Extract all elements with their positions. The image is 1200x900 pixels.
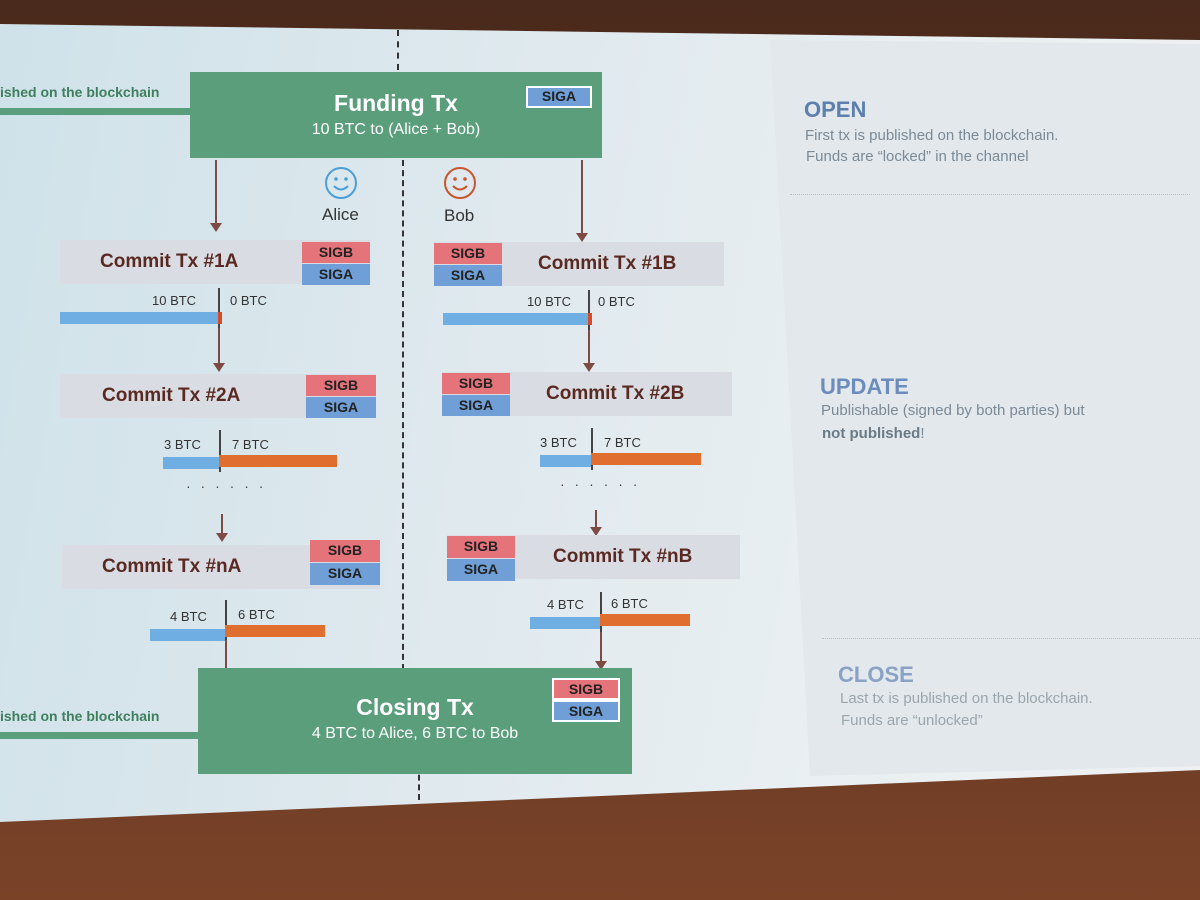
arrow-2a-to-na bbox=[216, 514, 228, 542]
blockchain-line-bottom bbox=[0, 732, 200, 739]
commit-2b-alice-bar bbox=[540, 455, 591, 467]
funding-siga: SIGA bbox=[526, 86, 592, 108]
commit-2a-bob-bar bbox=[219, 455, 337, 467]
phase-update-line1: Publishable (signed by both parties) but bbox=[821, 402, 1085, 419]
funding-tx-title: Funding Tx bbox=[334, 90, 458, 116]
commit-tx-1a-label: Commit Tx #1A bbox=[100, 251, 239, 272]
commit-tx-1b-label: Commit Tx #1B bbox=[538, 253, 677, 274]
commit-2b-bob-amount: 7 BTC bbox=[604, 435, 641, 450]
commit-2a-bob-amount: 7 BTC bbox=[232, 437, 269, 452]
arrow-nb-to-closing bbox=[595, 632, 607, 670]
commit-nb-alice-amount: 4 BTC bbox=[547, 597, 584, 612]
closing-siga: SIGA bbox=[552, 700, 620, 722]
phase-panel bbox=[770, 40, 1200, 776]
ellipsis-alice: · · · · · · bbox=[186, 478, 267, 494]
phase-close-line2: Funds are “unlocked” bbox=[841, 712, 983, 729]
arrow-1a-to-2a bbox=[213, 328, 225, 372]
phase-update-title: UPDATE bbox=[820, 374, 909, 399]
commit-2b-alice-amount: 3 BTC bbox=[540, 435, 577, 450]
commit-2a-alice-bar bbox=[163, 457, 219, 469]
commit-na-sigb: SIGB bbox=[310, 540, 380, 562]
phase-open-line1: First tx is published on the blockchain. bbox=[805, 127, 1059, 144]
commit-1b-split-tick bbox=[588, 290, 590, 330]
party-divider bbox=[402, 160, 404, 670]
commit-nb-siga: SIGA bbox=[447, 559, 515, 581]
commit-1a-alice-bar bbox=[60, 312, 218, 324]
commit-nb-alice-bar bbox=[530, 617, 600, 629]
arrow-funding-to-1b bbox=[576, 160, 588, 242]
commit-tx-nb-label: Commit Tx #nB bbox=[553, 546, 693, 567]
commit-tx-2a-label: Commit Tx #2A bbox=[102, 385, 241, 406]
commit-na-split-tick bbox=[225, 600, 227, 644]
phase-separator bbox=[790, 194, 1190, 195]
commit-2a-alice-amount: 3 BTC bbox=[164, 437, 201, 452]
commit-2b-sigb: SIGB bbox=[442, 373, 510, 394]
commit-tx-na-label: Commit Tx #nA bbox=[102, 556, 242, 577]
closing-tx-title: Closing Tx bbox=[356, 694, 474, 720]
commit-2a-sigb: SIGB bbox=[306, 375, 376, 396]
party-divider bbox=[397, 30, 399, 70]
commit-2b-split-tick bbox=[591, 428, 593, 470]
phase-update-not-published: not published bbox=[822, 425, 921, 442]
closing-sigb: SIGB bbox=[552, 678, 620, 700]
phase-close-title: CLOSE bbox=[838, 662, 914, 687]
party-divider bbox=[418, 765, 420, 800]
commit-nb-sigb: SIGB bbox=[447, 536, 515, 558]
phase-update-exclaim: ! bbox=[920, 425, 925, 442]
commit-na-alice-amount: 4 BTC bbox=[170, 609, 207, 624]
commit-na-siga: SIGA bbox=[310, 563, 380, 585]
commit-2b-bob-bar bbox=[591, 453, 701, 465]
arrow-funding-to-1a bbox=[210, 160, 222, 232]
bob-label: Bob bbox=[444, 206, 475, 225]
alice-smiley-icon bbox=[325, 167, 357, 199]
commit-na-bob-bar bbox=[225, 625, 325, 637]
commit-1b-bob-amount: 0 BTC bbox=[598, 294, 635, 309]
commit-1b-alice-bar bbox=[443, 313, 588, 325]
ellipsis-bob: · · · · · · bbox=[560, 476, 641, 492]
blockchain-line-top bbox=[0, 108, 192, 115]
arrow-1b-to-2b bbox=[583, 330, 595, 372]
commit-nb-bob-amount: 6 BTC bbox=[611, 596, 648, 611]
commit-na-alice-bar bbox=[150, 629, 225, 641]
phase-close-line1: Last tx is published on the blockchain. bbox=[840, 690, 1093, 707]
commit-1b-alice-amount: 10 BTC bbox=[527, 294, 572, 309]
commit-1b-siga: SIGA bbox=[434, 265, 502, 286]
bob-smiley-icon bbox=[444, 167, 476, 199]
blockchain-label-bottom: ished on the blockchain bbox=[0, 708, 160, 724]
commit-1b-bob-bar bbox=[588, 313, 592, 325]
commit-1a-bob-bar bbox=[218, 312, 222, 324]
commit-2a-siga: SIGA bbox=[306, 397, 376, 418]
phase-separator bbox=[822, 638, 1200, 639]
commit-1a-split-tick bbox=[218, 288, 220, 328]
closing-tx-subtitle: 4 BTC to Alice, 6 BTC to Bob bbox=[311, 725, 519, 742]
funding-tx-subtitle: 10 BTC to (Alice + Bob) bbox=[311, 121, 481, 138]
commit-1b-sigb: SIGB bbox=[434, 243, 502, 264]
commit-2a-split-tick bbox=[219, 430, 221, 472]
funding-tx-box: Funding Tx 10 BTC to (Alice + Bob) bbox=[190, 72, 602, 158]
commit-nb-bob-bar bbox=[600, 614, 690, 626]
commit-2b-siga: SIGA bbox=[442, 395, 510, 416]
arrow-2b-to-nb bbox=[590, 510, 602, 536]
phase-open-line2: Funds are “locked” in the channel bbox=[806, 148, 1029, 165]
phase-open-title: OPEN bbox=[804, 97, 867, 122]
commit-1a-bob-amount: 0 BTC bbox=[230, 293, 267, 308]
commit-na-bob-amount: 6 BTC bbox=[238, 607, 275, 622]
commit-tx-2b-label: Commit Tx #2B bbox=[546, 383, 685, 404]
commit-1a-alice-amount: 10 BTC bbox=[152, 293, 197, 308]
commit-1a-sigb: SIGB bbox=[302, 242, 370, 263]
blockchain-label-top: ished on the blockchain bbox=[0, 84, 160, 100]
phase-update-line2: not published! bbox=[822, 425, 925, 442]
alice-label: Alice bbox=[322, 205, 359, 224]
commit-1a-siga: SIGA bbox=[302, 264, 370, 285]
